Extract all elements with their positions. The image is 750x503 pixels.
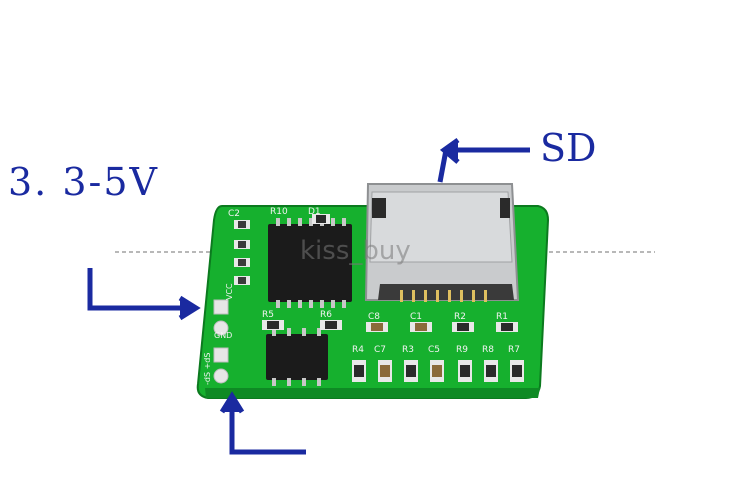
arrow-left-icon — [437, 137, 530, 183]
silk-r9: R9 — [456, 345, 468, 355]
silk-gnd: GND — [214, 331, 232, 340]
ic-chip-top — [268, 218, 352, 308]
silk-c1: C1 — [410, 312, 422, 322]
smd-components-left — [234, 214, 330, 285]
silk-d1: D1 — [308, 207, 321, 217]
silk-c8: C8 — [368, 312, 380, 322]
silk-c2: C2 — [228, 209, 240, 219]
silk-c7: C7 — [374, 345, 386, 355]
sd-label: SD — [540, 126, 597, 170]
silk-r4: R4 — [352, 345, 364, 355]
silk-r6: R6 — [320, 310, 332, 320]
silkscreen-labels: C2 R10 D1 VCC GND -dS +dS R5 R6 C8 C1 R2… — [203, 207, 520, 385]
ic-chip-bottom — [266, 328, 328, 386]
silk-r1: R1 — [496, 312, 508, 322]
arrow-up-icon — [219, 391, 306, 455]
silk-r2: R2 — [454, 312, 466, 322]
silk-r10: R10 — [270, 207, 288, 217]
silk-r8: R8 — [482, 345, 494, 355]
silk-c5: C5 — [428, 345, 440, 355]
sd-card-slot — [364, 183, 520, 302]
silk-vcc: VCC — [225, 283, 234, 300]
solder-pads — [213, 299, 229, 384]
silk-r3: R3 — [402, 345, 414, 355]
smd-components-right — [262, 320, 524, 382]
silk-r7: R7 — [508, 345, 520, 355]
watermark-text: kiss_buy — [300, 236, 411, 266]
arrow-right-icon — [87, 268, 201, 321]
voltage-label: 3. 3-5V — [8, 160, 159, 204]
silk-r5: R5 — [262, 310, 274, 320]
silk-spk: -dS +dS — [203, 353, 212, 385]
pcb-edge — [205, 388, 540, 398]
